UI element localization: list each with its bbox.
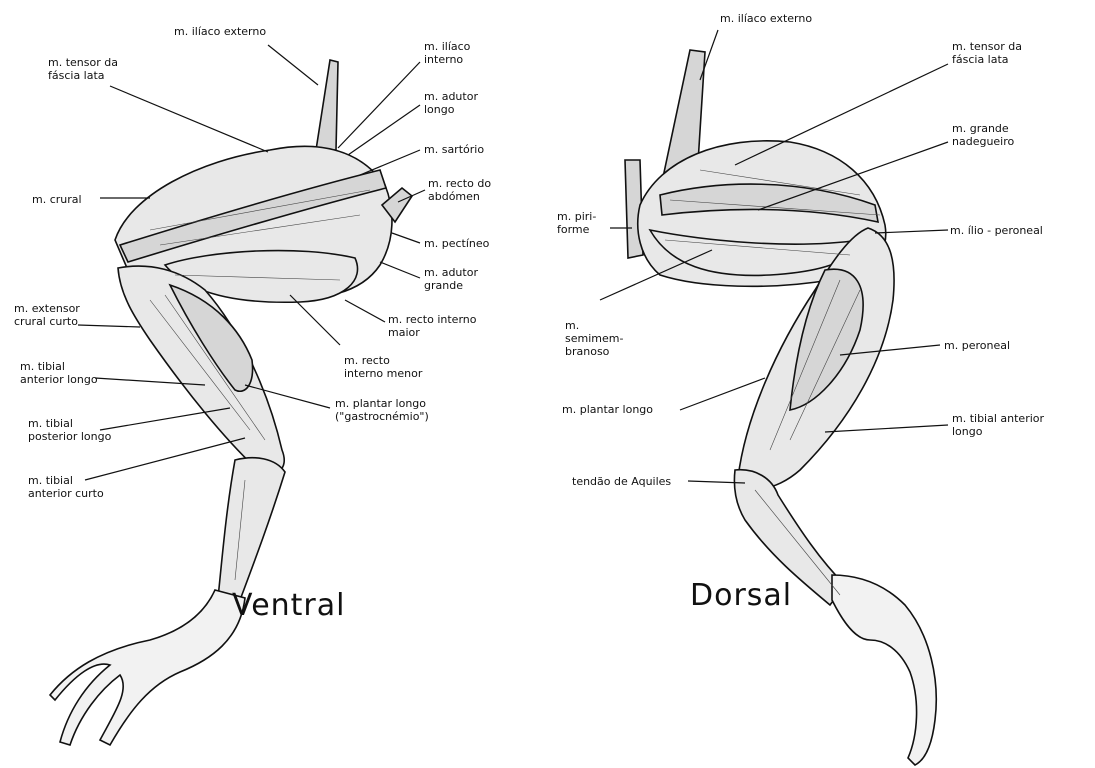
title-ventral: Ventral [232,588,345,623]
label-ventral-recto-interno-maior: m. recto interno maior [388,313,478,339]
label-ventral-iliaco-interno: m. ilíaco interno [424,40,494,66]
label-ventral-recto-interno-menor: m. recto interno menor [344,354,429,380]
label-ventral-plantar-longo: m. plantar longo ("gastrocnémio") [335,397,485,423]
label-dorsal-semimembranoso: m. semimem- branoso [565,319,637,358]
label-ventral-pectineo: m. pectíneo [424,237,489,250]
label-ventral-tensor-fascia-lata: m. tensor da fáscia lata [48,56,128,82]
title-dorsal: Dorsal [690,578,792,613]
label-dorsal-plantar-longo: m. plantar longo [562,403,653,416]
label-dorsal-tensor-fascia-lata: m. tensor da fáscia lata [952,40,1042,66]
label-dorsal-peroneal: m. peroneal [944,339,1010,352]
ventral-tarsus [218,458,285,600]
label-ventral-extensor-crural-curto: m. extensor crural curto [14,302,86,328]
label-ventral-sartorio: m. sartório [424,143,484,156]
label-dorsal-tendao-aquiles: tendão de Aquiles [572,475,671,488]
label-ventral-iliaco-externo: m. ilíaco externo [174,25,266,38]
label-ventral-recto-abdomen: m. recto do abdómen [428,177,510,203]
label-dorsal-tibial-anterior-longo: m. tibial anterior longo [952,412,1052,438]
label-dorsal-grande-nadegueiro: m. grande nadegueiro [952,122,1032,148]
label-ventral-adutor-longo: m. adutor longo [424,90,494,116]
dorsal-leg-drawing [625,50,936,765]
label-ventral-tibial-posterior-longo: m. tibial posterior longo [28,417,123,443]
label-ventral-adutor-grande: m. adutor grande [424,266,494,292]
label-dorsal-iliaco-externo: m. ilíaco externo [720,12,812,25]
label-ventral-tibial-anterior-longo: m. tibial anterior longo [20,360,110,386]
label-ventral-tibial-anterior-curto: m. tibial anterior curto [28,474,108,500]
ventral-iliac-spike [316,60,338,150]
dorsal-foot [832,575,936,765]
label-dorsal-ilio-peroneal: m. ílio - peroneal [950,224,1043,237]
ventral-foot [50,590,245,745]
label-ventral-crural: m. crural [32,193,82,206]
label-dorsal-piriforme: m. piri- forme [557,210,597,236]
